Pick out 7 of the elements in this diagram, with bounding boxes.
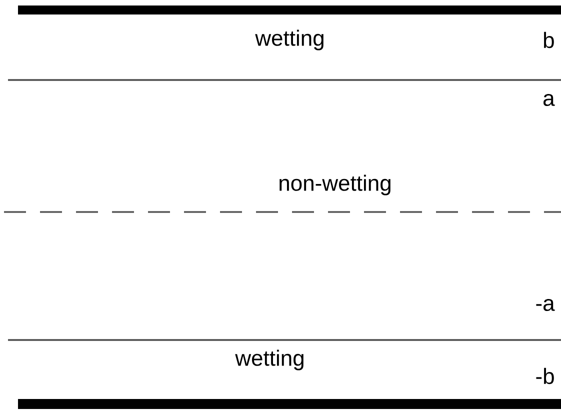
axis-mark: -a (536, 298, 555, 312)
axis-mark: a (544, 94, 555, 106)
region-label: wetting (255, 30, 324, 50)
axis-mark: b (544, 32, 554, 48)
axis-mark: -b (536, 368, 554, 384)
region-label: non-wetting (280, 174, 390, 196)
region-label: wetting (235, 350, 304, 370)
